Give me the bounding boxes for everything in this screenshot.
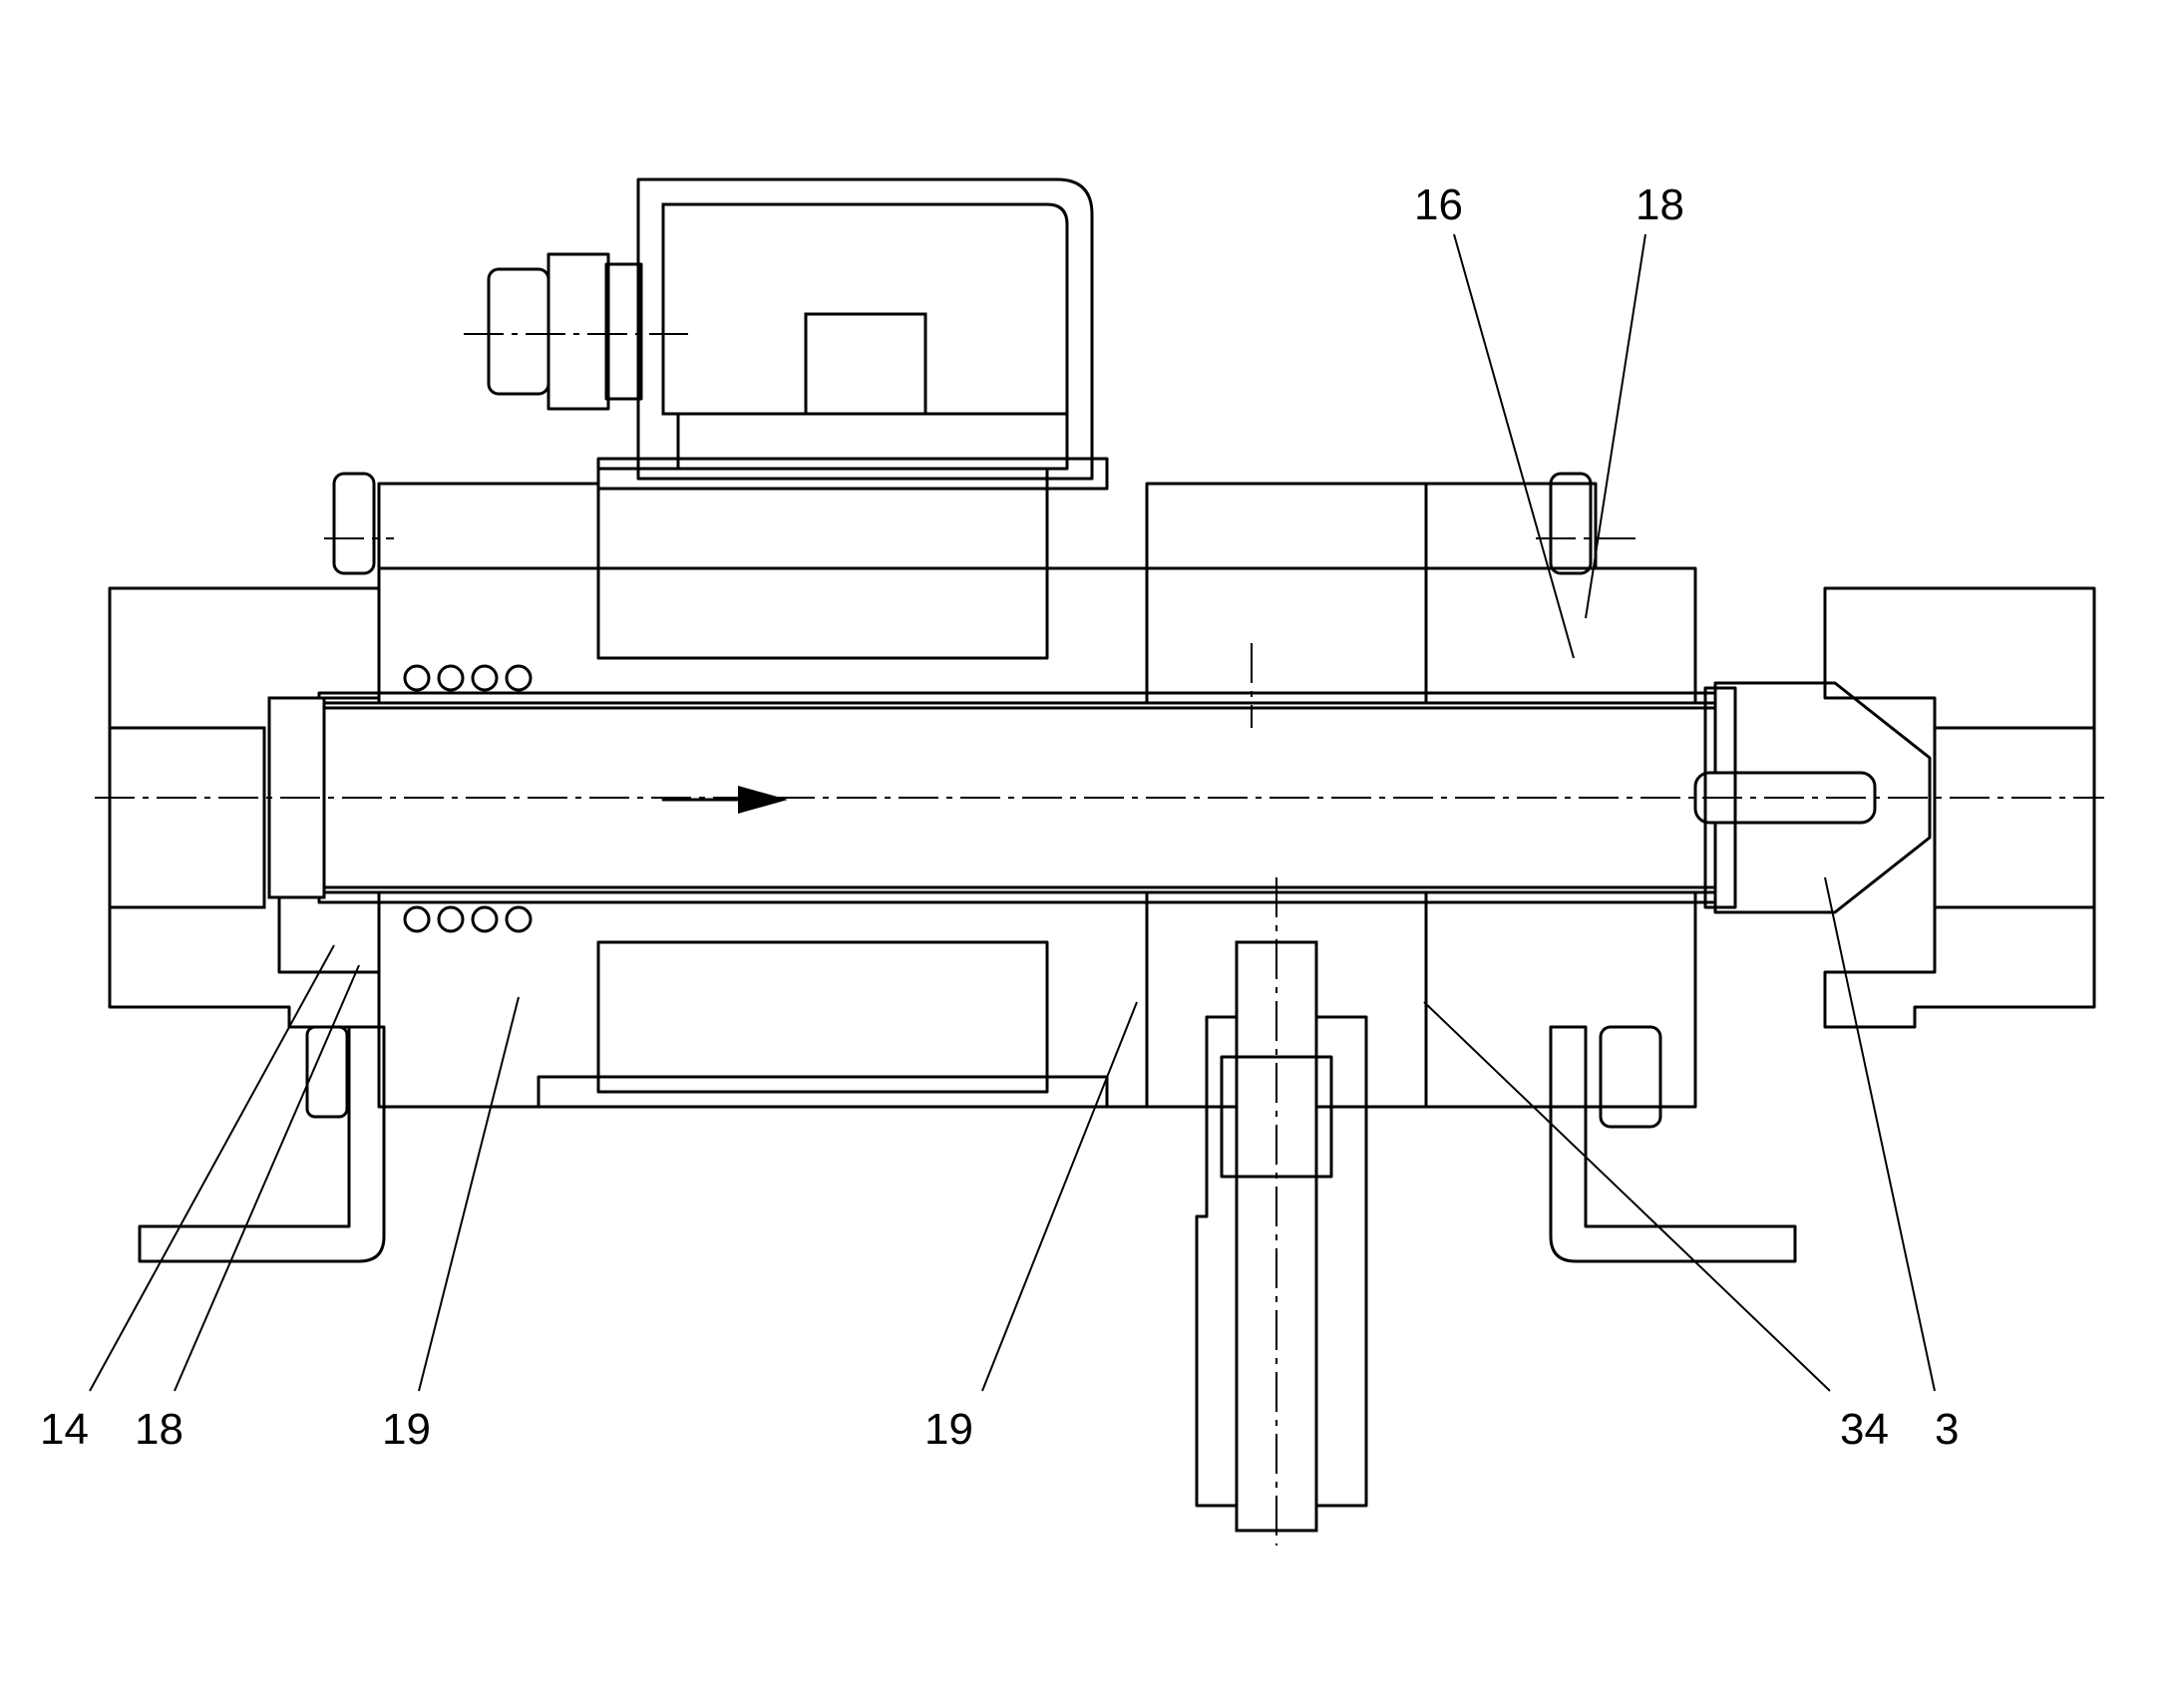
label-19-middle: 19 (924, 1405, 973, 1454)
top-right-bolt (1549, 472, 1593, 575)
bottom-right-bolt (1599, 1025, 1662, 1129)
right-end-flange (1823, 586, 2096, 1029)
label-16: 16 (1414, 180, 1463, 229)
cable-gland (487, 252, 643, 411)
upper-magnet-coil (596, 457, 1109, 660)
label-19-left: 19 (382, 1405, 431, 1454)
bottom-left-bolt (305, 1025, 349, 1119)
junction-box (636, 177, 1094, 481)
upper-spring (403, 664, 533, 692)
flow-direction-arrow-icon (661, 786, 788, 814)
lower-spring (403, 905, 533, 933)
label-14: 14 (40, 1405, 89, 1454)
label-18-top: 18 (1635, 180, 1684, 229)
top-left-bolt (332, 472, 376, 575)
label-18-bottom: 18 (135, 1405, 183, 1454)
leader-lines (89, 233, 1936, 1392)
bottom-electrode-probe (1195, 940, 1368, 1533)
label-3: 3 (1935, 1405, 1959, 1454)
label-34: 34 (1840, 1405, 1889, 1454)
left-mounting-bracket (138, 1025, 386, 1263)
right-mounting-bracket (1549, 1025, 1797, 1263)
centerlines (95, 333, 2104, 1545)
lower-magnet-coil (537, 940, 1109, 1109)
